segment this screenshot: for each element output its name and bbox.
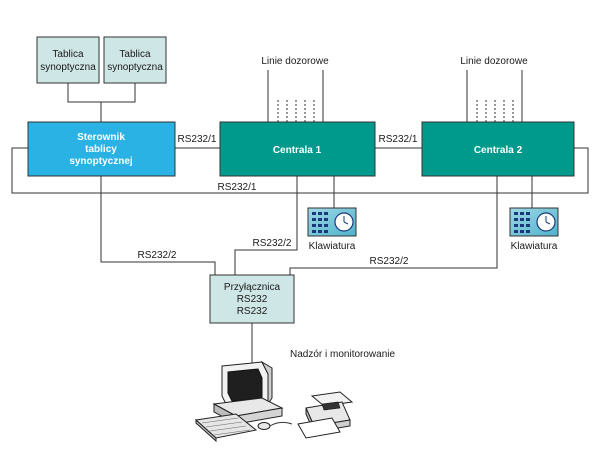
panel-node-2: Tablica synoptyczna	[103, 36, 167, 84]
controller-line1: Sterownik	[77, 132, 125, 143]
linie-dozorowe-1-label: Linie dozorowe	[261, 56, 329, 67]
panel-node-1: Tablica synoptyczna	[36, 36, 100, 84]
linie-dozorowe-2-label: Linie dozorowe	[460, 56, 528, 67]
adapter-line3: RS232	[237, 306, 268, 317]
printer-icon	[297, 391, 354, 439]
rs232-2-left-label: RS232/2	[138, 250, 177, 261]
adapter-line2: RS232	[237, 294, 268, 305]
sensor-lines-2	[466, 70, 523, 122]
panel-link-line	[67, 83, 136, 103]
rs232-2-right-label: RS232/2	[370, 256, 409, 267]
panel-1-line2: synoptyczna	[40, 62, 96, 73]
panel-1-line1: Tablica	[52, 49, 84, 60]
central-1-node: Centrala 1	[219, 121, 376, 177]
rs232-2-left-line	[100, 176, 216, 275]
rs232-1-left-label: RS232/1	[178, 134, 217, 145]
monitoring-label: Nadzór i monitorowanie	[290, 349, 395, 360]
controller-line3: synoptycznej	[69, 156, 133, 167]
central-1-label: Centrala 1	[273, 145, 322, 156]
rs232-1-bottom-label: RS232/1	[218, 182, 257, 193]
controller-node: Sterownik tablicy synoptycznej	[27, 121, 176, 177]
klawiatura-1-label: Klawiatura	[309, 241, 356, 252]
klawiatura-2-label: Klawiatura	[511, 241, 558, 252]
keypad-icon	[509, 207, 559, 237]
computer-icon	[194, 360, 293, 443]
rs232-1-loop-line	[11, 147, 589, 194]
rs232-1-mid-label: RS232/1	[379, 134, 418, 145]
keypad-icon	[307, 207, 357, 237]
panel-2-line1: Tablica	[119, 49, 151, 60]
controller-line2: tablicy	[85, 144, 117, 155]
panel-2-line2: synoptyczna	[107, 62, 163, 73]
rs232-2-center-line	[234, 176, 298, 275]
adapter-line1: Przyłącznica	[224, 282, 281, 293]
rs232-2-center-label: RS232/2	[253, 238, 292, 249]
connections	[11, 83, 589, 365]
rs232-2-right-line	[289, 176, 498, 275]
sensor-lines-1	[267, 70, 324, 122]
adapter-node: Przyłącznica RS232 RS232	[209, 274, 295, 324]
central-2-node: Centrala 2	[421, 121, 575, 177]
central-2-label: Centrala 2	[474, 145, 523, 156]
labels: Linie dozorowe Linie dozorowe RS232/1 RS…	[138, 56, 558, 360]
